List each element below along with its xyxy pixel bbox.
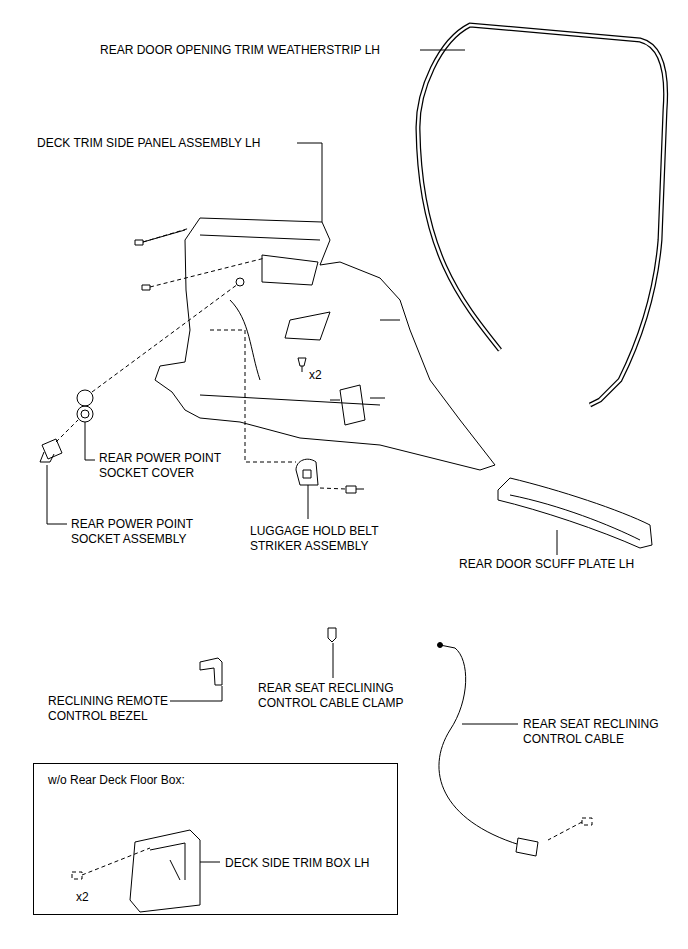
inset-box: w/o Rear Deck Floor Box: DECK SIDE TRIM B…: [33, 763, 398, 915]
leader-line: [333, 643, 334, 678]
leader-line: [47, 465, 67, 524]
panel-detail: [200, 235, 400, 425]
part-name: DECK SIDE TRIM BOX LH: [225, 856, 369, 871]
leader-line: [297, 143, 322, 222]
bezel: [200, 658, 222, 685]
leader-line: [557, 530, 558, 555]
quantity: x2: [76, 890, 89, 905]
socket-assembly: [40, 439, 62, 462]
striker: [296, 459, 318, 485]
screw: [135, 230, 185, 245]
part-name: REAR POWER POINT SOCKET ASSEMBLY: [71, 517, 211, 547]
part-name: REAR DOOR OPENING TRIM WEATHERSTRIP LH: [100, 43, 380, 58]
part-name: REAR POWER POINT SOCKET COVER: [99, 451, 234, 481]
leader-line: [420, 50, 465, 51]
clip: [298, 358, 306, 372]
screw: [346, 486, 364, 493]
leader-line: [170, 686, 222, 701]
part-name: REAR SEAT RECLINING CONTROL CABLE: [523, 717, 678, 747]
cable: [439, 645, 520, 845]
scuff-plate: [498, 478, 652, 548]
leader-line: [462, 724, 518, 725]
part-name: RECLINING REMOTE CONTROL BEZEL: [48, 694, 188, 724]
part-name: REAR SEAT RECLINING CONTROL CABLE CLAMP: [258, 681, 423, 711]
leader-line: [308, 485, 309, 519]
weatherstrip: [418, 25, 666, 405]
part-name: LUGGAGE HOLD BELT STRIKER ASSEMBLY: [250, 524, 400, 554]
socket-cover: [77, 390, 93, 406]
clamp: [328, 628, 336, 642]
quantity: x2: [309, 368, 322, 383]
part-name: REAR DOOR SCUFF PLATE LH: [459, 557, 634, 572]
part-name: DECK TRIM SIDE PANEL ASSEMBLY LH: [37, 136, 260, 151]
trim-box: [130, 830, 200, 912]
variant-note: w/o Rear Deck Floor Box:: [48, 773, 185, 788]
side-panel: [155, 218, 495, 470]
screw: [142, 285, 150, 290]
leader-line: [200, 862, 220, 863]
leader-line: [85, 422, 95, 460]
